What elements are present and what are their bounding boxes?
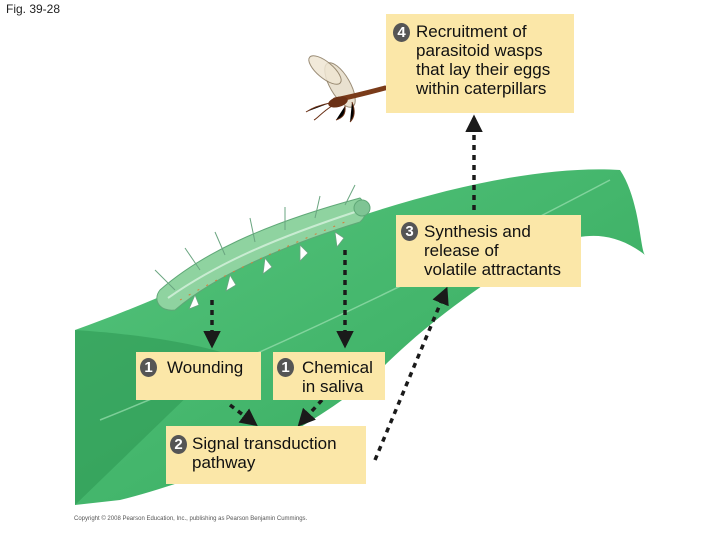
step-number-badge: 1	[277, 358, 294, 377]
arrow-signal-to-synthesis	[373, 286, 449, 461]
step-wounding-label: Wounding	[167, 358, 244, 377]
step-recruitment-line-3: that lay their eggs	[416, 60, 551, 79]
step-wounding-box: 1 Wounding	[136, 352, 261, 400]
figure-label: Fig. 39-28	[6, 2, 61, 16]
copyright-notice: Copyright © 2008 Pearson Education, Inc.…	[74, 516, 308, 522]
step-signal-line-1: Signal transduction	[192, 434, 337, 453]
wasp-illustration	[305, 55, 403, 123]
step-signal-line-2: pathway	[192, 453, 256, 472]
step-signal-box: 2 Signal transduction pathway	[166, 426, 366, 484]
step-recruitment-line-1: Recruitment of	[416, 22, 527, 41]
step-chemical-line-1: Chemical	[302, 358, 373, 377]
step-number-badge: 2	[170, 435, 187, 454]
step-chemical-box: 1 Chemical in saliva	[273, 352, 385, 400]
step-recruitment-line-4: within caterpillars	[416, 79, 547, 98]
step-synthesis-line-1: Synthesis and	[424, 222, 531, 241]
step-number-badge: 1	[140, 358, 157, 377]
step-recruitment-box: 4 Recruitment of parasitoid wasps that l…	[386, 14, 574, 113]
step-synthesis-line-3: volatile attractants	[424, 260, 562, 279]
step-synthesis-box: 3 Synthesis and release of volatile attr…	[396, 215, 581, 287]
step-number-badge: 4	[393, 23, 410, 42]
step-synthesis-line-2: release of	[424, 241, 499, 260]
caterpillar	[154, 184, 371, 311]
step-chemical-line-2: in saliva	[302, 377, 364, 396]
step-recruitment-line-2: parasitoid wasps	[416, 41, 543, 60]
step-number-badge: 3	[401, 222, 418, 241]
